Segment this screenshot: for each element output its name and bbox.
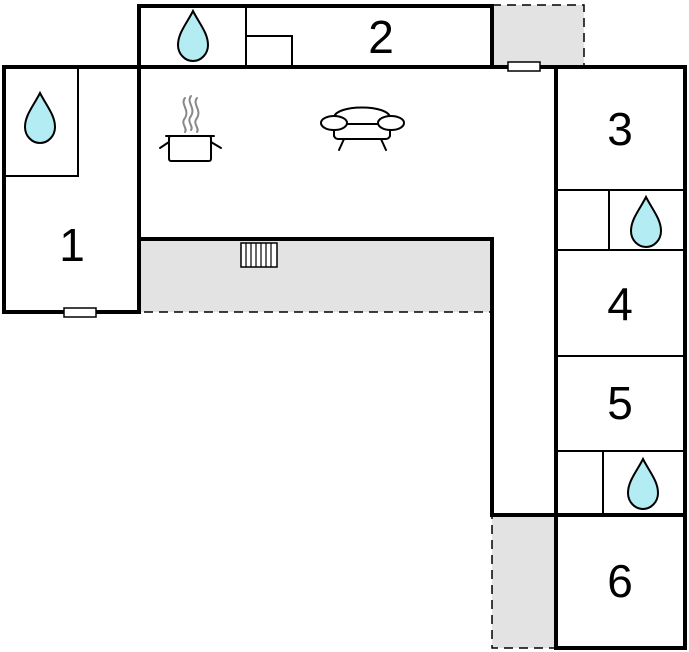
- terrace-top: [491, 4, 585, 68]
- window-corridor: [507, 61, 541, 72]
- terrace-bottom: [491, 514, 557, 649]
- water-drop-icon: [176, 8, 210, 63]
- water-drop-icon: [629, 194, 663, 249]
- window-room-1: [63, 307, 97, 318]
- sofa-icon: [320, 106, 405, 151]
- water-drop-icon: [626, 456, 660, 511]
- room-2-label: 2: [368, 11, 394, 63]
- corridor: [492, 67, 556, 515]
- closet-2-wall: [246, 35, 293, 67]
- water-drop-icon: [23, 90, 57, 145]
- room-3-label: 3: [607, 103, 633, 155]
- wall-main-block: [137, 65, 687, 650]
- radiator-icon: [240, 242, 278, 268]
- room-6-label: 6: [607, 555, 633, 607]
- wall-room-1: [2, 65, 141, 314]
- room-4-label: 4: [607, 278, 633, 330]
- bathroom-1-wall: [4, 67, 79, 177]
- wall-top-block: [137, 4, 494, 69]
- cooking-pot-icon: [159, 95, 222, 162]
- room-5-label: 5: [607, 377, 633, 429]
- terrace-middle: [138, 238, 493, 313]
- room-1-label: 1: [59, 219, 85, 271]
